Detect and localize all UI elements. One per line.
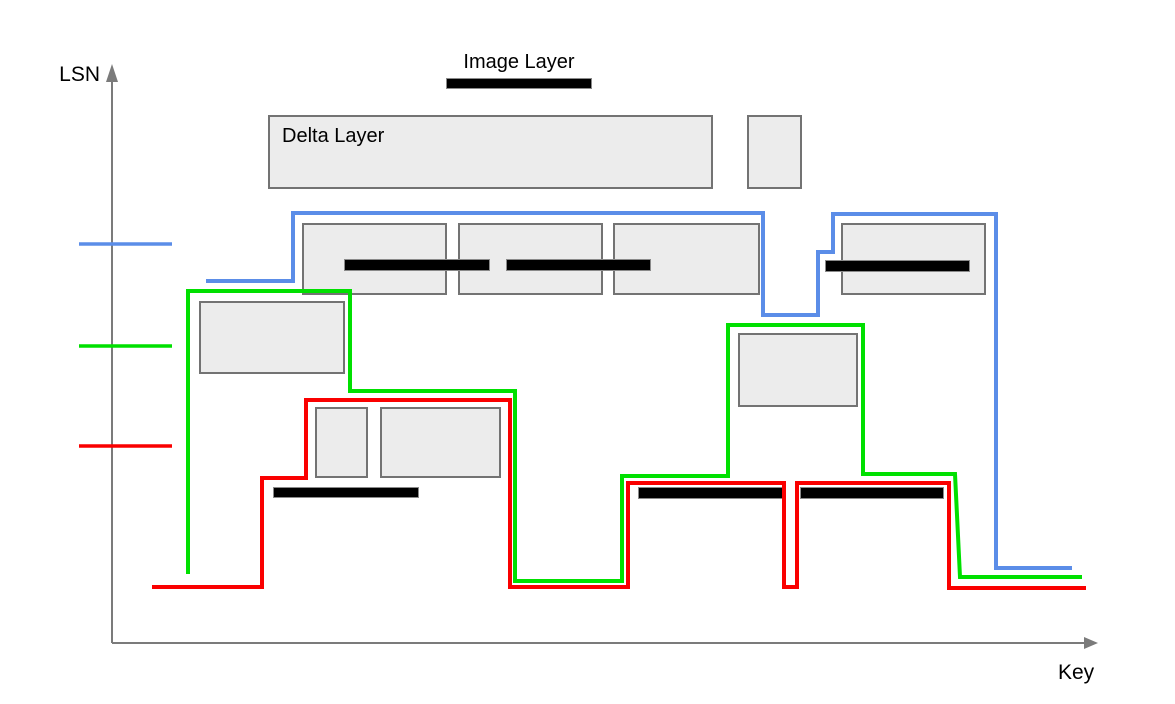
image-layer-bar [800,487,944,499]
delta-layer-box [199,301,345,374]
green-branch-line [186,289,1082,583]
image-layer-bar [506,259,651,271]
y-axis-label: LSN [59,63,100,86]
delta-layer-box [315,407,368,478]
red-branch-line [152,398,1086,590]
image-layer-bar [273,487,419,498]
delta-layer-box: Delta Layer [268,115,713,189]
blue-branch-line [206,211,1072,570]
delta-layer-box [841,223,986,295]
x-axis-label: Key [1058,661,1095,684]
image-layer-bar [344,259,490,271]
delta-layer-box [380,407,501,478]
image-layer-legend-label: Image Layer [463,51,575,73]
delta-layer-box [738,333,858,407]
y-axis-arrowhead [106,64,118,82]
delta-layer-box-label: Delta Layer [282,125,385,147]
image-layer-legend-bar [446,78,592,89]
delta-layer-box [747,115,802,189]
image-layer-bar [825,260,970,272]
x-axis-arrowhead [1084,637,1098,649]
